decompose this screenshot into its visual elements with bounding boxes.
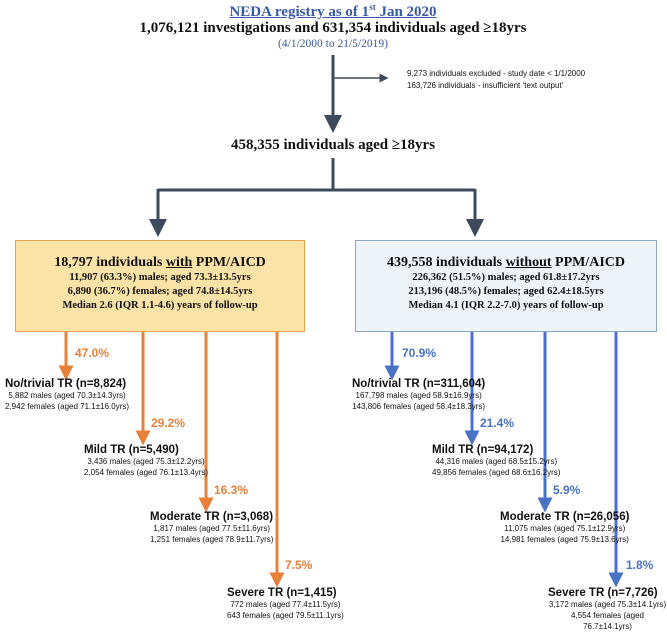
- outcome-title: Mild TR (n=5,490): [84, 444, 179, 456]
- outcome-males: 11,075 males (aged 75.1±12.9yrs): [504, 524, 626, 533]
- without-ppm-heading: 439,558 individuals without PPM/AICD: [386, 255, 626, 270]
- exclusion-item: 163,726 individuals - insufficient ‘text…: [407, 81, 564, 90]
- pct-label: 29.2%: [151, 416, 186, 430]
- pct-label: 16.3%: [214, 483, 249, 497]
- outcome-males: 167,798 males (aged 58.9±16.9yrs): [355, 391, 482, 400]
- pct-label: 5.9%: [553, 483, 581, 497]
- outcome-males: 1,817 males (aged 77.5±11.6yrs): [153, 524, 271, 533]
- outcome-title: Severe TR (n=7,726): [548, 587, 658, 599]
- outcome-females: 1,251 females (aged 78.9±11.7yrs): [150, 535, 274, 544]
- outcome-females: 4,554 females (aged 76.7±14.1yrs): [571, 611, 644, 631]
- outcome-males: 772 males (aged 77.4±11.5yrs): [230, 600, 341, 609]
- with-ppm-males: 11,907 (63.3%) males; aged 73.3±13.5yrs: [69, 272, 251, 283]
- outcome-females: 143,806 females (aged 58.4±18.3yrs): [352, 402, 486, 411]
- cohort-total: 458,355 individuals aged ≥18yrs: [230, 137, 436, 153]
- pct-label: 47.0%: [75, 346, 110, 360]
- outcome-title: Severe TR (n=1,415): [227, 587, 337, 599]
- with-outcome-none: No/trivial TR (n=8,824)5,882 males (aged…: [5, 378, 129, 412]
- with-ppm-followup: Median 2.6 (IQR 1.1-4.6) years of follow…: [62, 300, 258, 311]
- pct-label: 21.4%: [480, 416, 515, 430]
- outcome-males: 44,316 males (aged 68.5±15.2yrs): [435, 457, 558, 466]
- outcome-females: 14,981 females (aged 75.9±13.6yrs): [500, 535, 629, 544]
- outcome-males: 5,882 males (aged 70.3±14.3yrs): [8, 391, 126, 400]
- date-range: (4/1/2000 to 21/5/2019): [278, 38, 388, 50]
- outcome-title: No/trivial TR (n=8,824): [5, 378, 127, 390]
- outcome-title: Moderate TR (n=26,056): [500, 511, 630, 523]
- outcome-title: Moderate TR (n=3,068): [150, 511, 274, 523]
- outcome-males: 3,172 males (aged 75.3±14.1yrs): [548, 600, 667, 609]
- exclusion-list: 9,273 individuals excluded - study date …: [407, 68, 585, 92]
- without-outcome-mild: Mild TR (n=94,172)44,316 males (aged 68.…: [432, 444, 560, 478]
- outcome-females: 643 females (aged 79.5±11.1yrs): [227, 611, 344, 620]
- without-outcome-moderate: Moderate TR (n=26,056)11,075 males (aged…: [500, 511, 629, 545]
- with-ppm-box: 18,797 individuals with PPM/AICD 11,907 …: [15, 240, 305, 332]
- without-outcome-severe: Severe TR (n=7,726)3,172 males (aged 75.…: [548, 587, 667, 632]
- pct-label: 7.5%: [285, 558, 313, 572]
- without-ppm-followup: Median 4.1 (IQR 2.2-7.0) years of follow…: [408, 300, 604, 311]
- outcome-title: No/trivial TR (n=311,604): [352, 378, 486, 390]
- with-outcome-moderate: Moderate TR (n=3,068)1,817 males (aged 7…: [150, 511, 273, 545]
- without-ppm-box: 439,558 individuals without PPM/AICD 226…: [355, 240, 657, 332]
- pct-label: 70.9%: [402, 346, 437, 360]
- registry-title: NEDA registry as of 1st Jan 2020: [229, 2, 437, 20]
- registry-summary: 1,076,121 investigations and 631,354 ind…: [139, 20, 527, 36]
- with-outcome-mild: Mild TR (n=5,490)3,436 males (aged 75.3±…: [84, 444, 208, 478]
- outcome-females: 2,054 females (aged 76.1±13.4yrs): [84, 468, 209, 477]
- outcome-females: 49,856 females (aged 68.6±16.2yrs): [432, 468, 561, 477]
- pct-label: 1.8%: [626, 558, 654, 572]
- without-ppm-females: 213,196 (48.5%) females; aged 62.4±18.5y…: [408, 286, 604, 297]
- outcome-title: Mild TR (n=94,172): [432, 444, 534, 456]
- with-ppm-heading: 18,797 individuals with PPM/AICD: [54, 255, 266, 270]
- exclusion-item: 9,273 individuals excluded - study date …: [407, 69, 586, 78]
- without-outcome-none: No/trivial TR (n=311,604)167,798 males (…: [352, 378, 485, 412]
- with-ppm-females: 6,890 (36.7%) females; aged 74.8±14.5yrs: [67, 286, 253, 297]
- outcome-males: 3,436 males (aged 75.3±12.2yrs): [87, 457, 205, 466]
- outcome-females: 2,942 females (aged 71.1±16.0yrs): [5, 402, 130, 411]
- with-outcome-severe: Severe TR (n=1,415)772 males (aged 77.4±…: [227, 587, 344, 621]
- without-ppm-males: 226,362 (51.5%) males; aged 61.8±17.2yrs: [412, 272, 600, 283]
